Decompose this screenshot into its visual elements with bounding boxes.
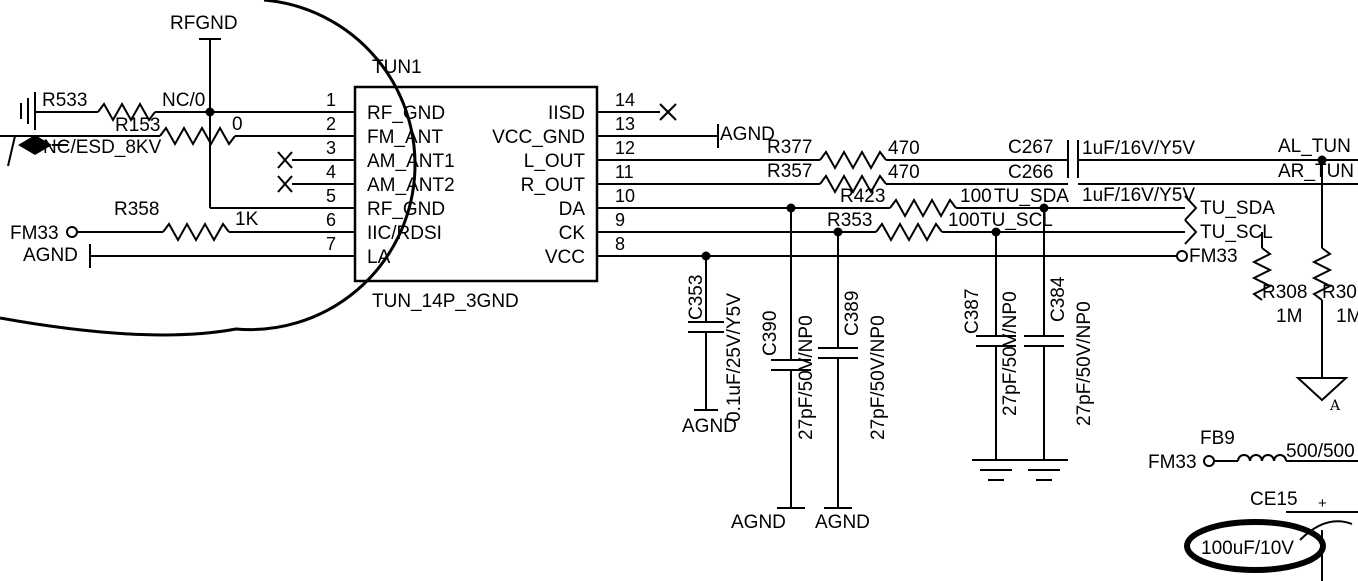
tu-sda-port: TU_SDA	[1200, 198, 1275, 219]
esd-label: NC/ESD_8KV	[43, 137, 162, 158]
pin-num-6: 6	[326, 210, 336, 230]
pin-name-10: DA	[559, 199, 586, 220]
r358-value: 1K	[235, 209, 259, 230]
c390-ref: C390	[760, 311, 781, 356]
ground-a-label: A	[1329, 398, 1341, 414]
r153-ref: R153	[115, 115, 160, 136]
r423-ref: R423	[840, 186, 885, 207]
pin-name-14: IISD	[548, 103, 585, 124]
c353-agnd-label: AGND	[682, 416, 737, 437]
fm33-fb9-label: FM33	[1148, 452, 1197, 473]
c390-agnd-label: AGND	[731, 512, 786, 533]
pin-num-3: 3	[326, 138, 336, 158]
annotation-ring-left	[0, 0, 417, 337]
al-tun-label: AL_TUN	[1278, 136, 1351, 157]
r153-value: 0	[232, 114, 243, 135]
c387-ref: C387	[962, 289, 983, 334]
r353-value: 100	[948, 210, 980, 231]
pin-num-4: 4	[326, 162, 336, 182]
c389-ref: C389	[842, 291, 863, 336]
c387-value: 27pF/50V/NP0	[1000, 291, 1021, 416]
r353-ref: R353	[827, 210, 872, 231]
annotation-ellipse-ce15	[1184, 519, 1326, 573]
r357-value: 470	[888, 162, 920, 183]
right-network: AGND R377 470 C267 1uF/16V/Y5V AL_TUN R3…	[659, 103, 1358, 581]
ar-tun-label: AR_TUN	[1278, 161, 1354, 182]
tu-scl-port: TU_SCL	[1200, 222, 1273, 243]
c267-ref: C267	[1008, 137, 1053, 158]
pin-name-6: IIC/RDSI	[367, 223, 442, 244]
c266-value: 1uF/16V/Y5V	[1082, 185, 1195, 206]
pin-num-5: 5	[326, 186, 336, 206]
c390-value: 27pF/50V/NP0	[796, 315, 817, 440]
pin-num-14: 14	[615, 90, 635, 110]
tuner-ref: TUN1	[372, 57, 422, 78]
c389-value: 27pF/50V/NP0	[868, 315, 889, 440]
r357-ref: R357	[767, 161, 812, 182]
ce15-value: 100uF/10V	[1201, 538, 1294, 559]
c384-ref: C384	[1048, 276, 1069, 322]
c384-value: 27pF/50V/NP0	[1074, 301, 1095, 426]
pin-num-7: 7	[326, 234, 336, 254]
tuner-part: TUN_14P_3GND	[372, 291, 519, 312]
c266-ref: C266	[1008, 162, 1053, 183]
agnd-left-label: AGND	[23, 245, 78, 266]
pin-num-2: 2	[326, 114, 336, 134]
r30x-value: 1M	[1336, 306, 1358, 327]
pin-num-13: 13	[615, 114, 635, 134]
r308-value: 1M	[1276, 306, 1302, 327]
c267-value: 1uF/16V/Y5V	[1082, 138, 1195, 159]
pin-num-8: 8	[615, 234, 625, 254]
r308-ref: R308	[1262, 282, 1307, 303]
pin-name-12: L_OUT	[524, 151, 586, 172]
r377-value: 470	[888, 138, 920, 159]
pin-name-9: CK	[559, 223, 586, 244]
c353-ref: C353	[686, 275, 707, 320]
pin-num-10: 10	[615, 186, 635, 206]
fb9-value: 500/500	[1286, 441, 1355, 462]
tuner-tun1: TUN1 TUN_14P_3GND 1 2 3 4 5 6 7 RF_GND F…	[300, 57, 660, 312]
pin-name-13: VCC_GND	[492, 127, 585, 148]
ce15-polarity: +	[1318, 495, 1327, 512]
pin-num-11: 11	[615, 162, 634, 182]
fm33-left-label: FM33	[10, 223, 59, 244]
fm33-right-label: FM33	[1189, 246, 1238, 267]
pin-name-3: AM_ANT1	[367, 151, 455, 172]
pin-num-1: 1	[326, 90, 336, 110]
pin-name-8: VCC	[545, 247, 585, 268]
r533-value: NC/0	[162, 90, 205, 111]
left-network: RFGND R533 NC/0 R153 0 NC/ESD_8KV	[0, 0, 417, 337]
pin-name-5: RF_GND	[367, 199, 445, 220]
tu-scl-net-label: TU_SCL	[980, 210, 1053, 231]
pin-name-11: R_OUT	[521, 175, 586, 196]
r533-ref: R533	[42, 90, 87, 111]
agnd-13-label: AGND	[720, 124, 775, 145]
tu-sda-net-label: TU_SDA	[994, 186, 1069, 207]
r358-ref: R358	[114, 199, 159, 220]
rfgnd-label: RFGND	[170, 13, 238, 34]
c353-value: 0.1uF/25V/Y5V	[724, 293, 745, 422]
r30x-ref: R30	[1322, 282, 1357, 303]
pin-name-2: FM_ANT	[367, 127, 443, 148]
r423-value: 100	[960, 186, 992, 207]
pin-name-4: AM_ANT2	[367, 175, 455, 196]
c389-agnd-label: AGND	[815, 512, 870, 533]
pin-num-9: 9	[615, 210, 625, 230]
ce15-ref: CE15	[1250, 489, 1298, 510]
pin-name-7: LA	[367, 247, 391, 268]
r377-ref: R377	[767, 137, 812, 158]
pin-num-12: 12	[615, 138, 635, 158]
fb9-ref: FB9	[1200, 428, 1235, 449]
